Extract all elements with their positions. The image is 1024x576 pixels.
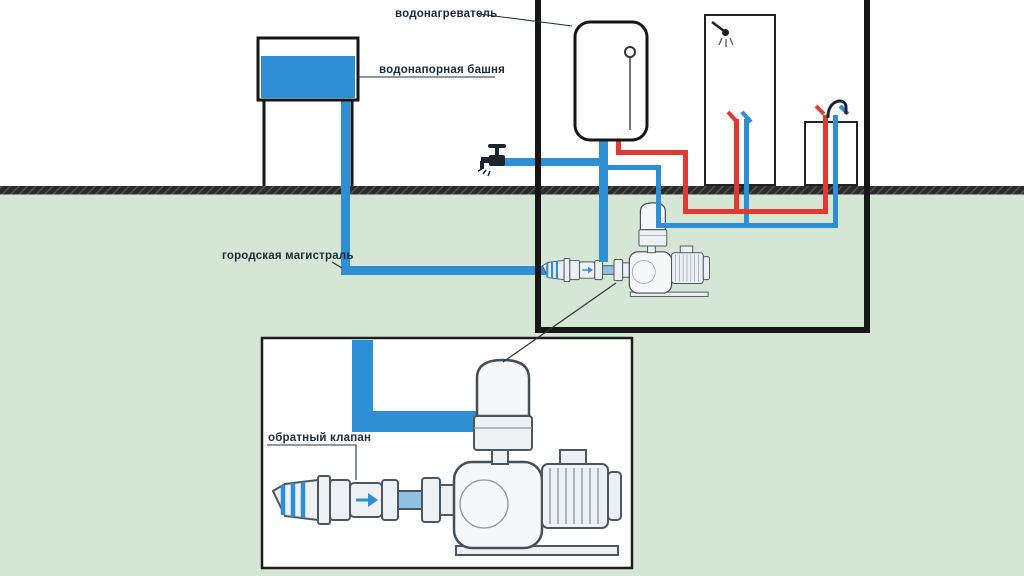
sink-faucet-icon <box>814 99 850 119</box>
inset-pointer-line <box>502 282 617 363</box>
water-tower <box>256 36 360 275</box>
hot-water-pipes <box>616 115 828 214</box>
water-heater <box>573 20 649 142</box>
sink-cabinet <box>804 121 858 186</box>
inset-supply-pipe-vertical <box>352 340 373 432</box>
label-check-valve: обратный клапан <box>268 432 371 444</box>
label-city-main: городская магистраль <box>222 250 354 262</box>
leader-check-valve <box>267 444 357 480</box>
label-water-heater: водонагреватель <box>395 8 497 20</box>
tower-down-pipe <box>341 97 350 275</box>
label-water-tower: водонапорная башня <box>379 64 505 76</box>
ground-line <box>0 186 1024 195</box>
tower-legs <box>262 100 354 186</box>
shower-head-icon <box>711 21 734 47</box>
house-walls <box>535 0 870 333</box>
leader-city-main <box>331 261 343 269</box>
pump-detail-inset: обратный клапан <box>260 336 634 570</box>
shower-mixer-icon <box>726 110 753 124</box>
leader-water-heater <box>478 13 573 27</box>
city-main-pipe <box>341 266 548 275</box>
shower-cabin <box>704 14 776 186</box>
tower-water <box>261 56 355 98</box>
inset-supply-pipe-horizontal <box>352 411 476 432</box>
outdoor-tap-icon <box>477 144 506 177</box>
cold-water-pipes <box>504 115 838 262</box>
